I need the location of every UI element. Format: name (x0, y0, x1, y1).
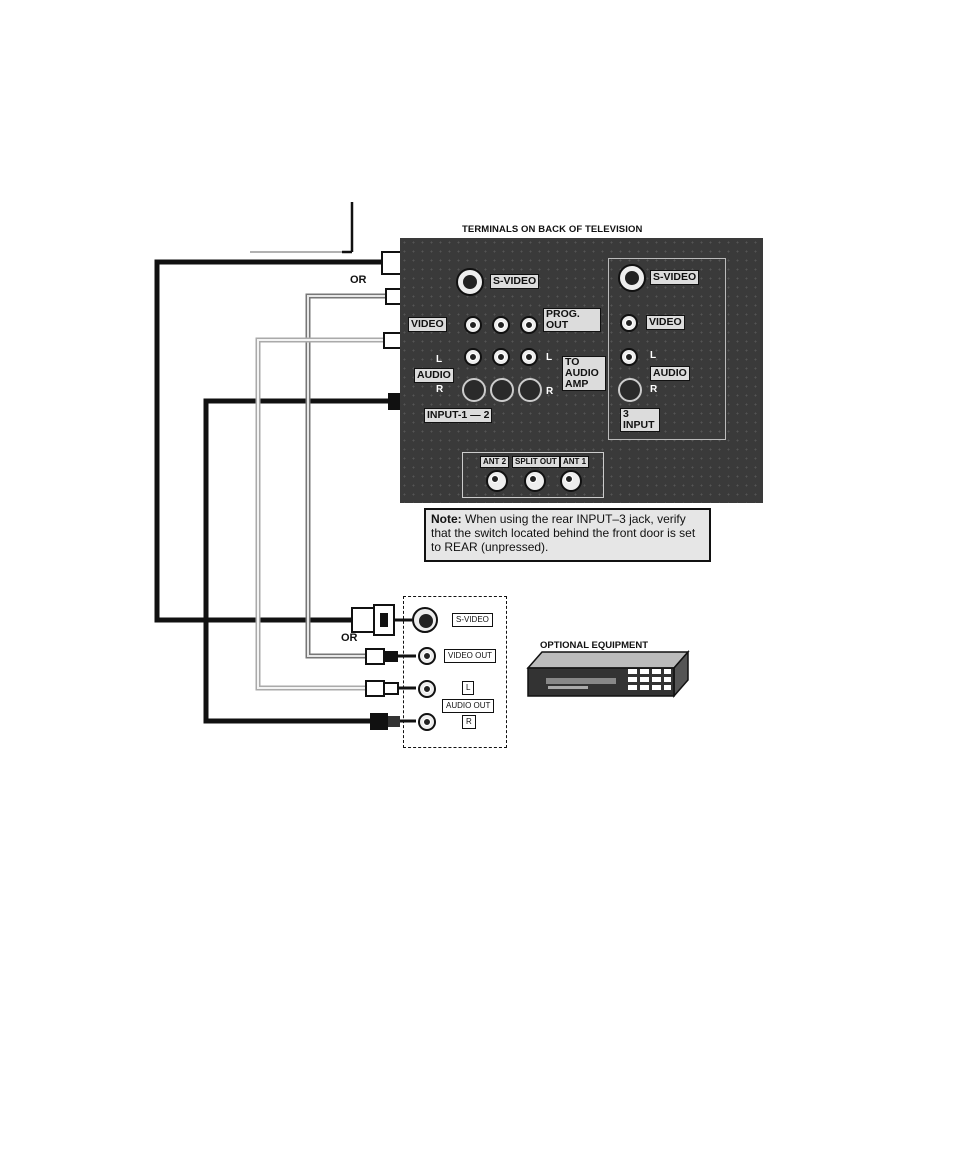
note-label: Note: (431, 512, 462, 526)
prog-out-video-jack[interactable] (520, 316, 538, 334)
audio-l-plug-equipment (365, 680, 416, 697)
svideo-cable (154, 259, 383, 623)
audio3-l-mark: L (650, 350, 657, 361)
audio-l-jack-input3[interactable] (620, 348, 638, 366)
svideo-plug-equipment (351, 604, 412, 636)
audio-label-input3: AUDIO (650, 366, 690, 381)
ant2-jack[interactable] (486, 470, 508, 492)
split-out-jack[interactable] (524, 470, 546, 492)
split-out-label: SPLIT OUT (512, 456, 560, 468)
note-text: When using the rear INPUT–3 jack, verify… (431, 512, 696, 554)
amp-l-jack[interactable] (520, 348, 538, 366)
input3-label: 3 INPUT (620, 408, 660, 432)
panel-title: TERMINALS ON BACK OF TELEVISION (462, 224, 643, 235)
optional-equipment-label: OPTIONAL EQUIPMENT (540, 640, 649, 651)
svideo-jack-equipment[interactable] (412, 607, 438, 633)
to-audio-amp-label: TO AUDIO AMP (562, 356, 606, 391)
video-label-tv: VIDEO (408, 317, 447, 332)
svideo-label-input3: S-VIDEO (650, 270, 700, 285)
audio-out-label: AUDIO OUT (442, 699, 495, 713)
tv-terminal-panel: S-VIDEO VIDEO PROG. OUT AUDIO L R L R TO… (400, 238, 763, 503)
video-label-input3: VIDEO (646, 315, 685, 330)
audio-r-jack-input3[interactable] (618, 378, 642, 402)
ant1-jack[interactable] (560, 470, 582, 492)
ant2-label: ANT 2 (480, 456, 510, 468)
audio-l-mark: L (436, 354, 443, 365)
prog-out-label: PROG. OUT (543, 308, 601, 332)
or-label-tv: OR (350, 274, 367, 286)
equipment-terminal-box: S-VIDEO VIDEO OUT L AUDIO OUT R (403, 596, 507, 748)
video-plug-equipment (365, 648, 416, 665)
amp-r-mark: R (546, 386, 554, 397)
antenna-group (462, 452, 604, 498)
svideo-jack-input3[interactable] (618, 264, 646, 292)
audio-out-r-jack[interactable] (418, 713, 436, 731)
amp-l-mark: L (546, 352, 553, 363)
audio-r-plug-equipment (370, 713, 416, 730)
video-jack-input3[interactable] (620, 314, 638, 332)
optional-equipment-device-icon (526, 650, 690, 698)
equipment-svideo-label: S-VIDEO (452, 613, 493, 627)
audio-out-r-label: R (462, 715, 476, 729)
input3-group (608, 258, 726, 440)
audio-r-jack[interactable] (462, 378, 486, 402)
audio-r-jack-2[interactable] (490, 378, 514, 402)
video-jack-in[interactable] (464, 316, 482, 334)
video-cable (305, 293, 388, 659)
input-switch-label: INPUT-1 — 2 (424, 408, 493, 423)
audio-out-l-jack[interactable] (418, 680, 436, 698)
video-jack-2[interactable] (492, 316, 510, 334)
amp-r-jack[interactable] (518, 378, 542, 402)
audio-l-jack-2[interactable] (492, 348, 510, 366)
ant1-label: ANT 1 (560, 456, 590, 468)
or-label-equipment: OR (341, 632, 358, 644)
video-out-label: VIDEO OUT (444, 649, 497, 663)
svideo-jack-tv[interactable] (456, 268, 484, 296)
note-box: Note: When using the rear INPUT–3 jack, … (424, 508, 711, 562)
audio-r-cable (203, 398, 392, 724)
audio-l-jack[interactable] (464, 348, 482, 366)
audio-l-cable (255, 337, 385, 691)
video-out-jack[interactable] (418, 647, 436, 665)
svideo-label-tv: S-VIDEO (490, 274, 540, 289)
audio3-r-mark: R (650, 384, 658, 395)
audio-out-l-label: L (462, 681, 475, 695)
audio-label-tv: AUDIO (414, 368, 454, 383)
audio-r-mark: R (436, 384, 444, 395)
